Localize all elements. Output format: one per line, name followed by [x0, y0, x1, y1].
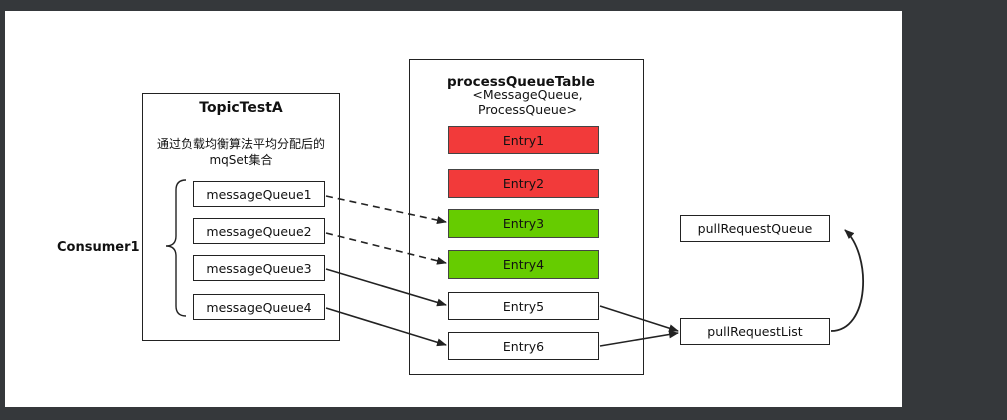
- arrow-queue4-entry6: [325, 307, 447, 347]
- arrow-queue3-entry5: [325, 268, 447, 307]
- pull-request-list-box: pullRequestList: [680, 318, 830, 345]
- entry-3: Entry3: [448, 209, 599, 238]
- entry-1: Entry1: [448, 126, 599, 154]
- entry-2: Entry2: [448, 169, 599, 198]
- consumer-label: Consumer1: [57, 240, 140, 255]
- process-table-subtitle-line1: <MessageQueue,: [472, 87, 583, 102]
- message-queue-4: messageQueue4: [193, 294, 325, 320]
- arrow-entry5-pull-list: [599, 305, 679, 333]
- topic-subtitle-line1: 通过负载均衡算法平均分配后的: [156, 137, 325, 151]
- message-queue-3: messageQueue3: [193, 255, 325, 281]
- process-table-title: processQueueTable: [447, 74, 595, 90]
- arrow-queue1-entry3: [325, 195, 447, 225]
- arrow-pull-list-to-queue: [830, 229, 864, 332]
- topic-subtitle-line2: mqSet集合: [209, 153, 273, 167]
- message-queue-1: messageQueue1: [193, 181, 325, 207]
- pull-request-queue-box: pullRequestQueue: [680, 215, 830, 242]
- entry-5: Entry5: [448, 292, 599, 320]
- entry-4: Entry4: [448, 250, 599, 279]
- entry-6: Entry6: [448, 332, 599, 360]
- message-queue-2: messageQueue2: [193, 218, 325, 244]
- arrow-entry6-pull-list: [599, 330, 679, 347]
- topic-title: TopicTestA: [199, 100, 283, 116]
- process-table-subtitle-line2: ProcessQueue>: [478, 102, 577, 117]
- queue-group-brace: [165, 179, 187, 317]
- arrow-queue2-entry4: [325, 232, 447, 265]
